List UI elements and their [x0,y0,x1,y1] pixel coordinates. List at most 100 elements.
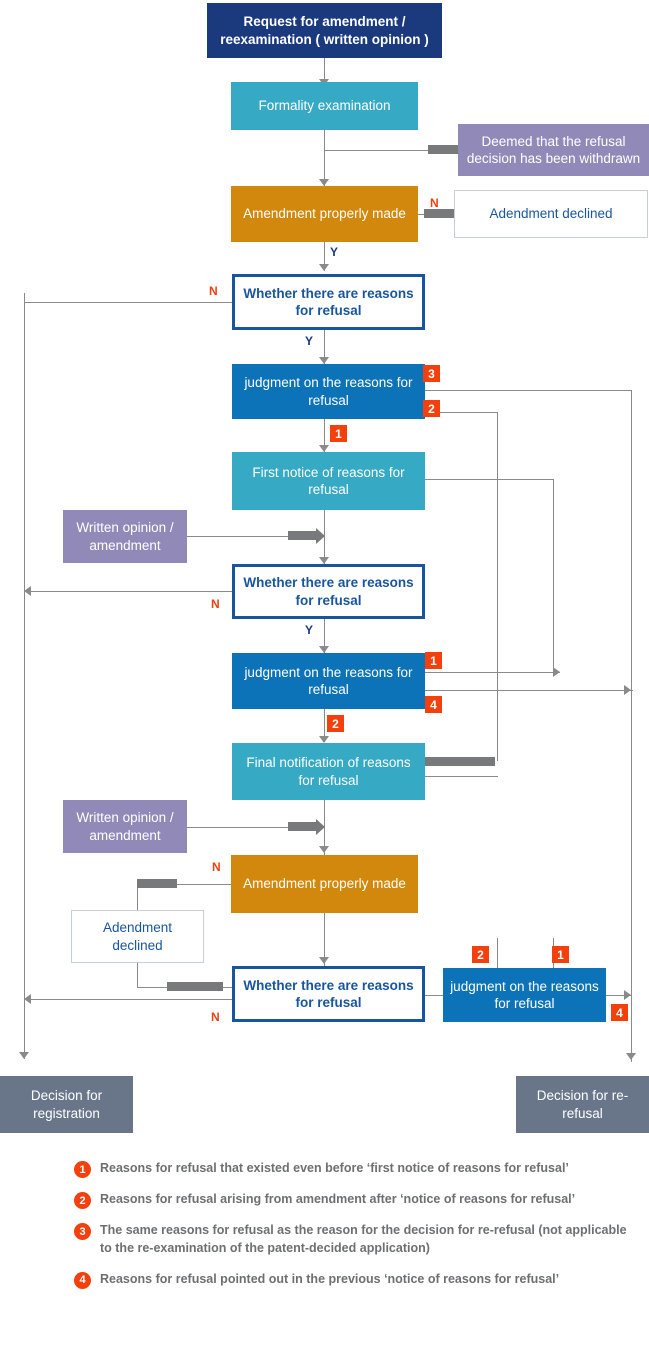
legend-item: 2 Reasons for refusal arising from amend… [74,1191,634,1209]
arrowhead-right [624,685,631,695]
badge-1-judgment3: 1 [552,946,569,963]
legend-badge-1: 1 [74,1161,91,1178]
stub-withdrawn [428,145,458,154]
connector-badge2-down [497,412,498,761]
connector-formality-withdrawn [324,150,428,151]
connector-into-finalnotice [425,776,498,777]
connector-amendment2-declined2 [137,884,232,885]
connector-whether3-left [24,999,232,1000]
connector-right-trunk [631,390,632,1062]
node-judgment-reasons-2[interactable]: judgment on the reasons for refusal [232,653,425,709]
arrowhead-stub-right [316,819,325,835]
legend-text-4: Reasons for refusal pointed out in the p… [100,1271,560,1286]
arrowhead-down [319,557,329,564]
badge-1-judgment2: 1 [425,652,442,669]
node-request[interactable]: Request for amendment / reexamination ( … [207,3,442,58]
arrowhead-down [319,179,329,186]
stub-declined2 [137,879,177,888]
legend-item: 1 Reasons for refusal that existed even … [74,1160,634,1178]
node-decision-re-refusal[interactable]: Decision for re-refusal [516,1076,649,1133]
badge-2-judgment1: 2 [423,400,440,417]
arrowhead-down [19,1052,29,1059]
legend-badge-3: 3 [74,1223,91,1240]
arrowhead-down [319,736,329,743]
node-written-opinion-1[interactable]: Written opinion / amendment [63,510,187,563]
stub-finalnotice [417,757,495,766]
connector-judgment3-right [606,995,632,996]
arrowhead-down [319,846,329,853]
label-y-whether2: Y [305,623,314,637]
arrowhead-down [319,357,329,364]
node-judgment-reasons-3[interactable]: judgment on the reasons for refusal [443,968,606,1022]
node-whether-reasons-1[interactable]: Whether there are reasons for refusal [232,274,425,330]
node-first-notice[interactable]: First notice of reasons for refusal [232,452,425,510]
connector-judgment1-badge2 [425,412,498,413]
legend-item: 4 Reasons for refusal pointed out in the… [74,1271,634,1289]
connector-judgment1-firstnotice [324,419,325,452]
connector-judgment1-badge3 [425,390,631,391]
badge-4-judgment2: 4 [425,696,442,713]
node-whether-reasons-3[interactable]: Whether there are reasons for refusal [232,966,425,1022]
connector-into-firstnotice [425,479,554,480]
badge-1-judgment1-down: 1 [330,425,347,442]
stub-written1 [288,531,316,540]
label-y-whether1: Y [305,334,314,348]
legend-text-3: The same reasons for refusal as the reas… [100,1223,627,1255]
connector-judgment2-badge4 [425,690,633,691]
arrowhead-stub-right [316,528,325,544]
legend: 1 Reasons for refusal that existed even … [74,1160,634,1302]
badge-2-judgment2-down: 2 [327,715,344,732]
node-decision-registration[interactable]: Decision for registration [0,1076,133,1133]
connector-whether2-judgment2 [324,619,325,653]
connector-amendment-whether1 [324,242,325,271]
badge-4-judgment3: 4 [611,1004,628,1021]
label-n-whether3: N [211,1010,220,1024]
connector-formality-amendment [324,130,325,186]
node-final-notification[interactable]: Final notification of reasons for refusa… [232,743,425,800]
arrowhead-down [319,264,329,271]
stub-declined [424,209,454,218]
connector-judgment2-badge1 [425,672,560,673]
node-formality-examination[interactable]: Formality examination [231,82,418,130]
connector-request-formality [324,58,325,82]
connector-judgment3-badge2 [497,938,498,970]
connector-whether3-judgment3 [417,995,445,996]
connector-judgment2-finalnotice [324,709,325,742]
legend-badge-4: 4 [74,1271,91,1289]
connector-firstnotice-riser [553,479,554,671]
node-whether-reasons-2[interactable]: Whether there are reasons for refusal [232,564,425,619]
arrowhead-right [553,667,560,677]
legend-badge-2: 2 [74,1192,91,1209]
node-written-opinion-2[interactable]: Written opinion / amendment [63,800,187,853]
node-judgment-reasons-1[interactable]: judgment on the reasons for refusal [232,364,425,419]
connector-written2 [187,827,292,828]
connector-amendment2-whether3 [324,913,325,966]
label-n-amendment2: N [212,860,221,874]
arrowhead-left [24,994,31,1004]
arrowhead-down [319,646,329,653]
arrowhead-down [319,957,329,964]
arrowhead-down [319,445,329,452]
connector-left-trunk [24,293,25,1059]
badge-2-judgment3: 2 [472,946,489,963]
arrowhead-right [624,990,631,1000]
node-amendment-declined-2[interactable]: Adendment declined [71,910,204,963]
node-amendment-declined-1[interactable]: Adendment declined [454,190,648,238]
stub-written2 [288,822,316,831]
node-amendment-properly-made-1[interactable]: Amendment properly made [231,186,418,242]
label-n-amendment1: N [430,196,439,210]
legend-item: 3 The same reasons for refusal as the re… [74,1222,634,1258]
legend-text-2: Reasons for refusal arising from amendme… [100,1192,576,1206]
connector-whether1-judgment1 [324,330,325,364]
connector-whether1-left [24,302,232,303]
node-amendment-properly-made-2[interactable]: Amendment properly made [231,855,418,913]
arrowhead-left [24,586,31,596]
connector-whether2-left [24,591,232,592]
label-n-whether1: N [209,284,218,298]
label-n-whether2: N [211,597,220,611]
stub-whether3 [167,982,223,991]
arrowhead-down [626,1053,636,1060]
legend-text-1: Reasons for refusal that existed even be… [100,1161,569,1175]
label-y-amendment1: Y [330,245,339,259]
node-decision-withdrawn[interactable]: Deemed that the refusal decision has bee… [458,124,649,176]
